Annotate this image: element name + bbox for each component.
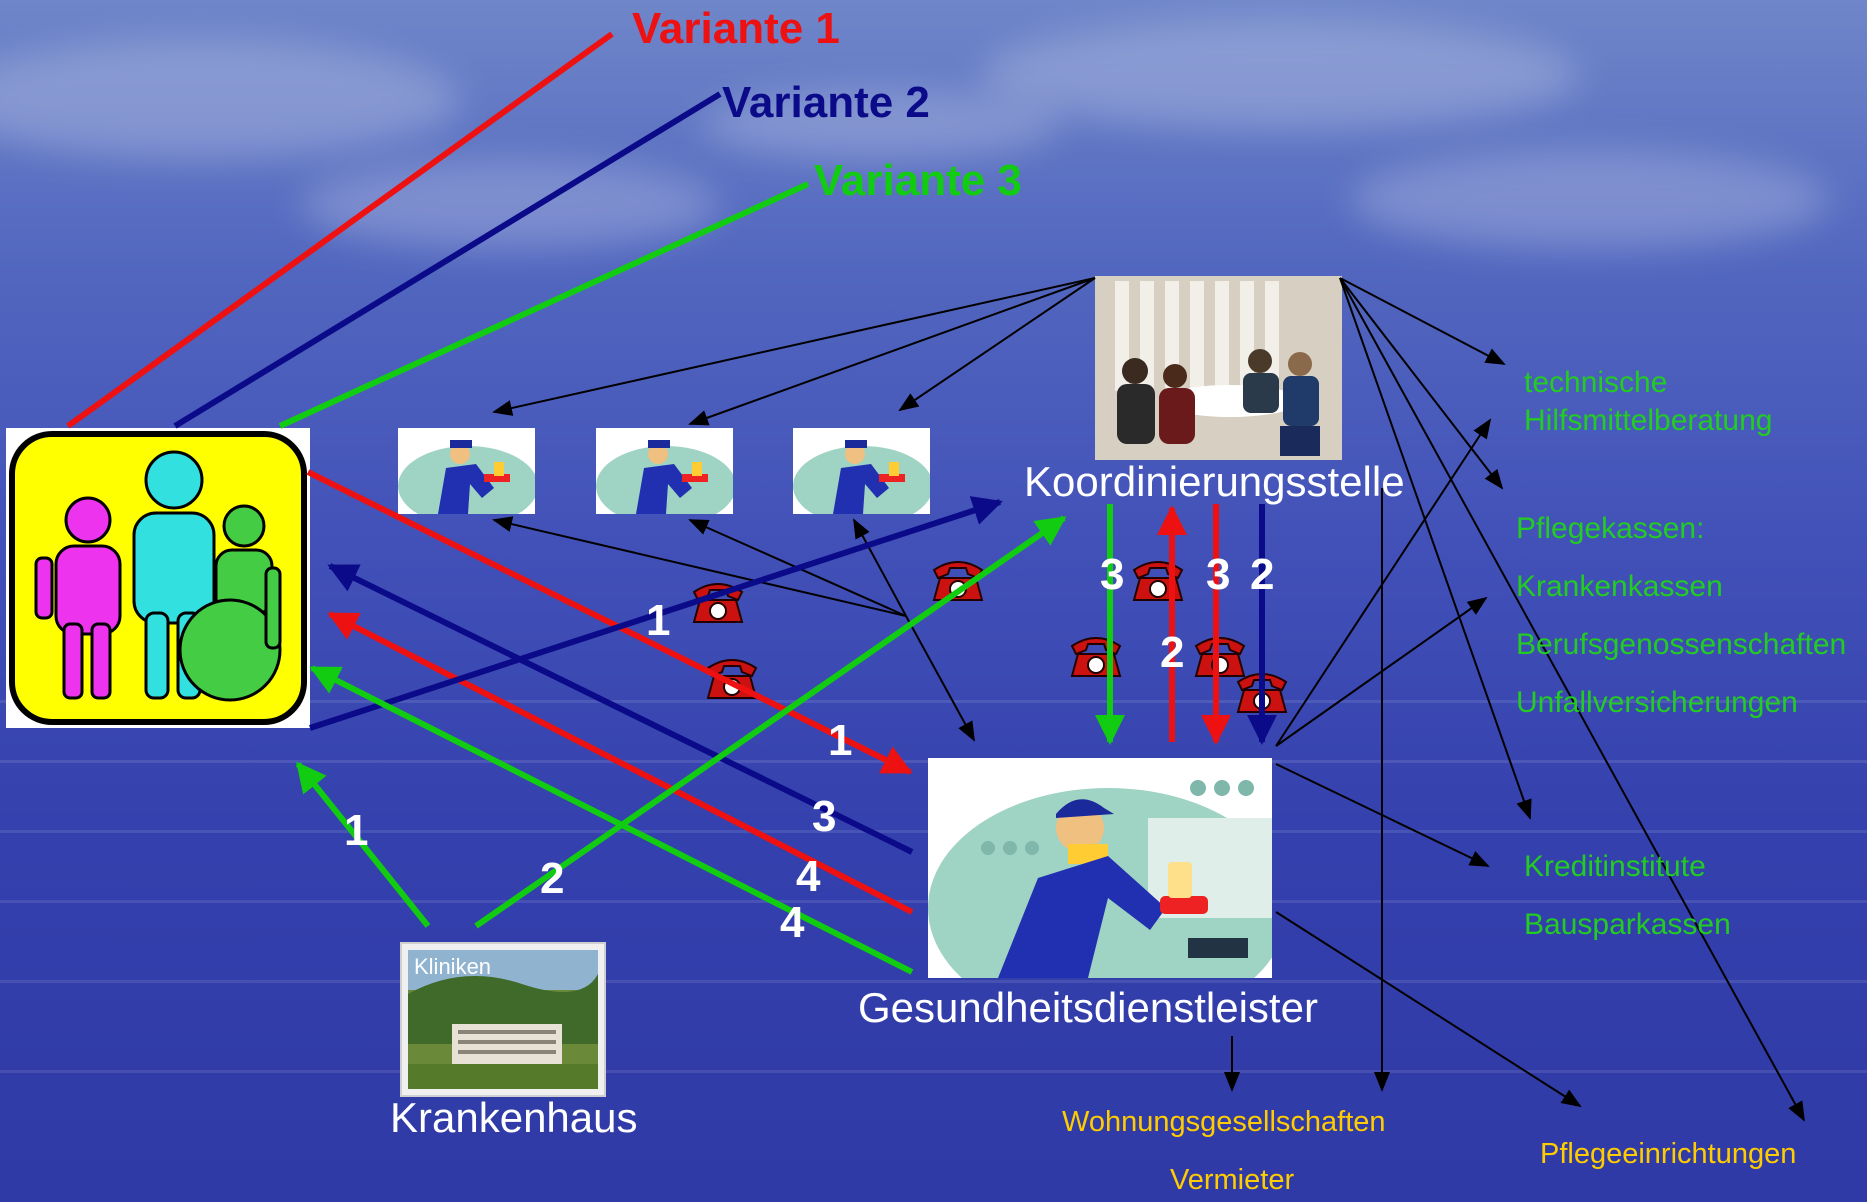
step-number: 3 <box>812 792 837 841</box>
bausparkassen-label: Bausparkassen <box>1524 908 1731 941</box>
wohnungsgesellschaften-label: Wohnungsgesellschaften <box>1062 1106 1386 1138</box>
wave-decoration <box>0 700 1867 703</box>
kreditinstitute-label: Kreditinstitute <box>1524 850 1706 883</box>
pflegeeinrichtungen-label: Pflegeeinrichtungen <box>1540 1138 1797 1170</box>
step-number: 4 <box>796 852 821 901</box>
krankenhaus-label: Krankenhaus <box>390 1094 638 1141</box>
gesundheitsdienstleister-label: Gesundheitsdienstleister <box>858 984 1318 1031</box>
service-technician-icon <box>928 758 1272 978</box>
technische-label: technische <box>1524 366 1668 399</box>
variante-3-label: Variante 3 <box>814 156 1022 205</box>
service-technician-icon <box>398 428 535 514</box>
step-number: 2 <box>1250 550 1275 599</box>
koordinierungsstelle-label: Koordinierungsstelle <box>1024 458 1405 505</box>
unfallversicherungen-label: Unfallversicherungen <box>1516 686 1798 719</box>
step-number: 1 <box>646 596 671 645</box>
service-technician-icon <box>793 428 930 514</box>
meeting-photo-icon <box>1095 276 1342 460</box>
hilfsmittelberatung-label: Hilfsmittelberatung <box>1524 404 1773 437</box>
vermieter-label: Vermieter <box>1170 1164 1295 1196</box>
wave-decoration <box>0 1070 1867 1073</box>
step-number: 1 <box>344 806 369 855</box>
cloud-decoration <box>1350 150 1830 250</box>
step-number: 3 <box>1100 550 1125 599</box>
wave-decoration <box>0 980 1867 983</box>
pflegekassen-label: Pflegekassen: <box>1516 512 1705 545</box>
family-group-icon <box>6 428 310 728</box>
step-number: 1 <box>828 716 853 765</box>
variante-2-label: Variante 2 <box>722 78 930 127</box>
kliniken-sign-text: Kliniken <box>414 954 492 979</box>
cloud-decoration <box>0 40 460 160</box>
cloud-decoration <box>700 90 1060 160</box>
berufsgenossenschaften-label: Berufsgenossenschaften <box>1516 628 1847 661</box>
variante-1-label: Variante 1 <box>632 4 840 53</box>
step-number: 4 <box>780 898 805 947</box>
clinic-photo-icon: Kliniken <box>400 942 606 1097</box>
cloud-decoration <box>980 20 1580 130</box>
step-number: 2 <box>1160 628 1185 677</box>
step-number: 2 <box>540 854 565 903</box>
krankenkassen-label: Krankenkassen <box>1516 570 1723 603</box>
step-number: 3 <box>1206 550 1231 599</box>
service-technician-icon <box>596 428 733 514</box>
